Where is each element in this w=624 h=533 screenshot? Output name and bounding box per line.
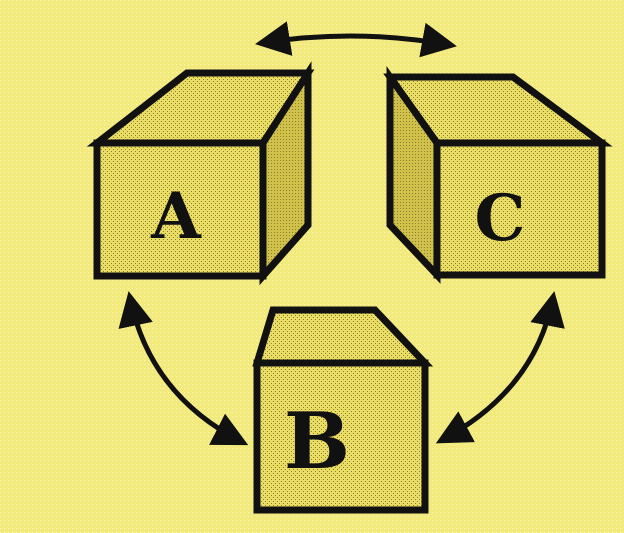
box-b: B	[252, 306, 434, 514]
box-c-front	[433, 139, 606, 279]
box-b-label: B	[284, 396, 350, 487]
box-b-front	[253, 359, 429, 514]
box-c-label: C	[475, 181, 526, 256]
box-c: C	[383, 66, 613, 284]
box-a-label: A	[150, 179, 202, 254]
box-a: A	[86, 61, 315, 286]
box-a-front	[93, 139, 267, 280]
arrow-c-b	[435, 291, 565, 444]
arrow-a-b	[118, 291, 249, 446]
arrow-a-c	[255, 21, 457, 58]
